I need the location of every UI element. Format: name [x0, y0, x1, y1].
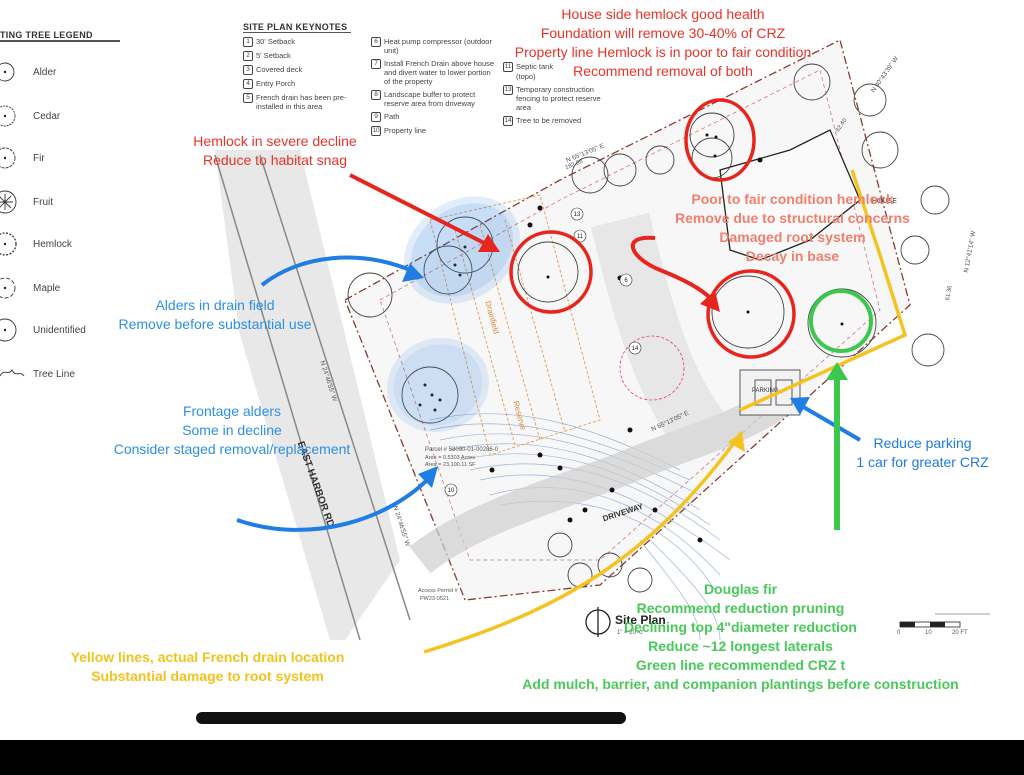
hemlock-symbol-icon: [0, 232, 17, 256]
legend-item-unidentified: Unidentified: [33, 325, 86, 336]
access-permit-label: Access Permit #: [418, 588, 458, 594]
severe-hemlock-note: Hemlock in severe decline Reduce to habi…: [193, 133, 357, 168]
site-plan-title: Site Plan: [615, 613, 666, 627]
douglas-fir-note: Douglas fir Recommend reduction pruning …: [522, 581, 959, 692]
house-hemlock-note: House side hemlock good health Foundatio…: [514, 6, 812, 79]
scale-mark-20: 20 FT: [952, 630, 968, 636]
douglas-fir-circle: [809, 289, 873, 353]
alder-symbol-icon: [0, 62, 15, 82]
legend-item-hemlock: Hemlock: [33, 239, 72, 250]
unidentified-symbol-icon: [0, 318, 17, 342]
fir-symbol-icon: [0, 147, 16, 169]
keynotes-underline: [243, 32, 351, 33]
scale-mark-10: 10: [925, 630, 932, 636]
legend-item-cedar: Cedar: [33, 111, 61, 122]
poor-hemlock-note: Poor to fair condition hemlock Remove du…: [675, 191, 910, 264]
scale-mark-0: 0: [897, 630, 901, 636]
keynotes-title: SITE PLAN KEYNOTES: [243, 22, 348, 32]
cedar-symbol-icon: [0, 105, 16, 127]
site-plan-canvas: 11 13 14 10 6 TING TREE LEGEND Alder: [0, 0, 1024, 740]
drain-field-alders-highlight: [403, 196, 521, 304]
drain-alders-note: Alders in drain field Remove before subs…: [118, 297, 312, 332]
legend-item-fir: Fir: [33, 153, 45, 164]
french-drain-line: [739, 169, 908, 412]
home-indicator-bar[interactable]: [196, 712, 626, 724]
maple-symbol-icon: [0, 277, 16, 299]
frontage-alders-highlight: [387, 337, 489, 433]
legend-item-fruit: Fruit: [33, 197, 53, 208]
keynote-item: (topo): [516, 72, 536, 81]
house-hemlock-circle: [684, 98, 756, 182]
poor-hemlock-circle: [706, 269, 796, 359]
legend-item-alder: Alder: [33, 67, 57, 78]
poor-hemlock-arrow: [631, 235, 717, 305]
area-acres-label: Area = 0.5303 Acres: [425, 455, 475, 461]
scale-text: 1" = 20'-0": [617, 630, 645, 636]
frontage-alders-arrow: [236, 473, 434, 532]
fruit-symbol-icon: [0, 190, 17, 214]
svg-text:13: 13: [574, 212, 581, 218]
severe-hemlock-circle: [509, 230, 593, 314]
access-permit-number: PW23-0521: [420, 596, 450, 602]
area-sf-label: Area = 23,100.11 SF: [425, 462, 476, 468]
legend-title: TING TREE LEGEND: [0, 30, 93, 40]
parcel-label: Parcel # 58090-01-00286-0: [425, 447, 499, 453]
parking-arrow: [798, 403, 862, 442]
markup-overlay: [236, 98, 908, 654]
drain-alders-arrow: [260, 255, 416, 287]
svg-text:6: 6: [624, 278, 628, 284]
svg-text:14: 14: [632, 346, 639, 352]
house-label: HOUSE: [872, 198, 897, 205]
french-drain-arrow: [423, 430, 744, 654]
legend-item-maple: Maple: [33, 283, 61, 294]
svg-text:10: 10: [448, 488, 455, 494]
tree-line-symbol-icon: [0, 369, 25, 377]
parking-label: PARKING: [752, 388, 779, 394]
svg-text:11: 11: [577, 234, 584, 240]
parking-note: Reduce parking 1 car for greater CRZ: [856, 435, 989, 470]
french-drain-note: Yellow lines, actual French drain locati…: [70, 649, 345, 684]
legend-item-tree-line: Tree Line: [33, 369, 75, 380]
legend-symbols: [0, 62, 25, 377]
severe-hemlock-arrow: [349, 173, 493, 249]
site-plan-drawing: 11 13 14 10 6: [214, 39, 990, 641]
frontage-alders-note: Frontage alders Some in decline Consider…: [113, 403, 351, 457]
legend-underline: [0, 40, 120, 42]
